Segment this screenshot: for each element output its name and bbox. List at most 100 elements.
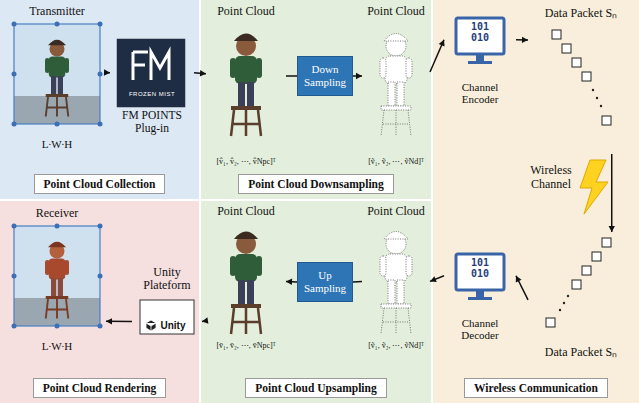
bound-dots xyxy=(12,22,103,127)
packet xyxy=(562,44,571,53)
node-sublabel: [v̂₁, v̂₂, ⋯, v̂Npc]ᵀ xyxy=(216,157,275,166)
connector xyxy=(194,70,206,76)
packet xyxy=(552,30,561,39)
packet xyxy=(602,238,611,247)
dot xyxy=(98,274,103,279)
connector xyxy=(516,276,528,300)
connector-line xyxy=(353,281,362,283)
connector-line xyxy=(353,75,362,77)
node-label: FROZEN MIST xyxy=(129,91,175,97)
point-cloud: Point Cloud[ṽ₁, ṽ₂, ⋯, ṽNd]ᵀ xyxy=(362,204,430,350)
node-label: Down Sampling xyxy=(301,63,349,88)
connector xyxy=(202,317,208,323)
lightning xyxy=(580,160,608,214)
monitor-stand xyxy=(476,291,484,297)
node-sublabel: FM POINTS Plug-in xyxy=(110,109,194,135)
node-label: Data Packet Sₙ xyxy=(545,4,617,21)
edge-label: Wireless Channel xyxy=(522,164,580,192)
node-label: Unity Plateform xyxy=(132,266,202,292)
unity-cube xyxy=(146,320,156,331)
node-label: Point Cloud xyxy=(367,204,425,219)
scene-bounds xyxy=(14,226,100,326)
plugin-node: FROZEN MIST FM POINTS Plug-in xyxy=(110,38,194,150)
dot xyxy=(98,324,103,329)
arrowhead xyxy=(202,317,208,323)
dot xyxy=(563,302,565,304)
scene-floor xyxy=(14,298,100,326)
monitor-base xyxy=(468,61,492,64)
stage-panel: Point Cloud UpsamplingPoint Cloud[v̄₁, v… xyxy=(201,201,431,403)
node-label: Wireless Communication xyxy=(464,378,608,398)
point-cloud: Point Cloud[v̄₁, v̄₂, ⋯, v̄Npc]ᵀ xyxy=(206,204,286,350)
packet xyxy=(572,280,581,289)
dot xyxy=(592,89,594,91)
monitor-screen xyxy=(456,18,504,54)
node-label: Point Cloud xyxy=(217,4,275,19)
node-label: Point Cloud Collection xyxy=(34,174,166,194)
sparse-point-cloud xyxy=(380,34,412,137)
node-sublabel: L∙W∙H xyxy=(42,340,73,352)
fm-logo xyxy=(133,52,169,80)
process-box: Down Sampling xyxy=(297,56,353,96)
connector-line xyxy=(611,154,613,232)
bound-dots xyxy=(12,224,103,329)
connector-line xyxy=(516,276,528,300)
connector xyxy=(609,154,615,232)
dot xyxy=(596,97,598,99)
node-sublabel: [v̄₁, v̄₂, ⋯, v̄Npc]ᵀ xyxy=(216,341,275,350)
connector xyxy=(430,276,444,282)
node-label: 101 010 xyxy=(467,258,493,279)
connector xyxy=(353,73,362,79)
scene-wall xyxy=(14,24,100,124)
node-sublabel: [ṽ₁, ṽ₂, ⋯, ṽNd]ᵀ xyxy=(368,157,424,166)
point-cloud: Point Cloud [v̂₁, v̂₂, ⋯, v̂Npc]ᵀ xyxy=(206,4,286,166)
node-sublabel: Unity xyxy=(149,320,186,331)
dot xyxy=(559,309,561,311)
connector xyxy=(430,40,445,72)
node-label: Point Cloud Upsampling xyxy=(245,378,386,398)
connector-line xyxy=(286,75,297,77)
unity-logo-box xyxy=(140,300,194,334)
codec-node: 101 010Channel Decoder xyxy=(444,250,516,342)
arrowhead xyxy=(522,37,528,43)
dot xyxy=(12,224,17,229)
packet-node: Data Packet Sₙ xyxy=(528,232,634,360)
scene-node: TransmitterL∙W∙H xyxy=(8,4,106,150)
dot xyxy=(12,324,17,329)
codec-node: 101 010Channel Encoder xyxy=(444,14,516,106)
node-label: Receiver xyxy=(36,206,79,221)
dot xyxy=(55,22,60,27)
connector-line xyxy=(516,39,528,41)
node-label: 101 010 xyxy=(467,22,493,43)
scene-node: ReceiverL∙W∙H xyxy=(8,206,106,352)
monitor-stand xyxy=(476,55,484,61)
packet xyxy=(602,116,611,125)
sparse-point-cloud xyxy=(380,232,412,335)
dot xyxy=(567,295,569,297)
arrowhead xyxy=(439,40,445,47)
platform-node: Unity PlateformUnity xyxy=(132,266,202,342)
dense-point-cloud xyxy=(230,232,262,335)
connector-line xyxy=(106,321,132,323)
packet xyxy=(582,72,591,81)
plugin-logo-box xyxy=(116,38,186,108)
arrowhead xyxy=(609,226,615,232)
stage-panel: Point Cloud RenderingReceiverL∙W∙HUnity … xyxy=(0,201,199,403)
dot xyxy=(12,72,17,77)
transmitter-figure xyxy=(45,40,69,117)
dot xyxy=(55,324,60,329)
packet xyxy=(572,58,581,67)
arrowhead xyxy=(200,70,206,76)
receiver-figure xyxy=(45,242,69,319)
stage-panel: Point Cloud CollectionTransmitterL∙W∙HFR… xyxy=(0,0,199,199)
dot xyxy=(12,22,17,27)
connector-line xyxy=(202,320,206,322)
node-sublabel: Channel Encoder xyxy=(444,81,516,106)
connector xyxy=(104,69,110,75)
arrowhead xyxy=(430,276,437,282)
connector xyxy=(106,318,132,324)
dot xyxy=(98,122,103,127)
monitor-screen xyxy=(456,254,504,290)
